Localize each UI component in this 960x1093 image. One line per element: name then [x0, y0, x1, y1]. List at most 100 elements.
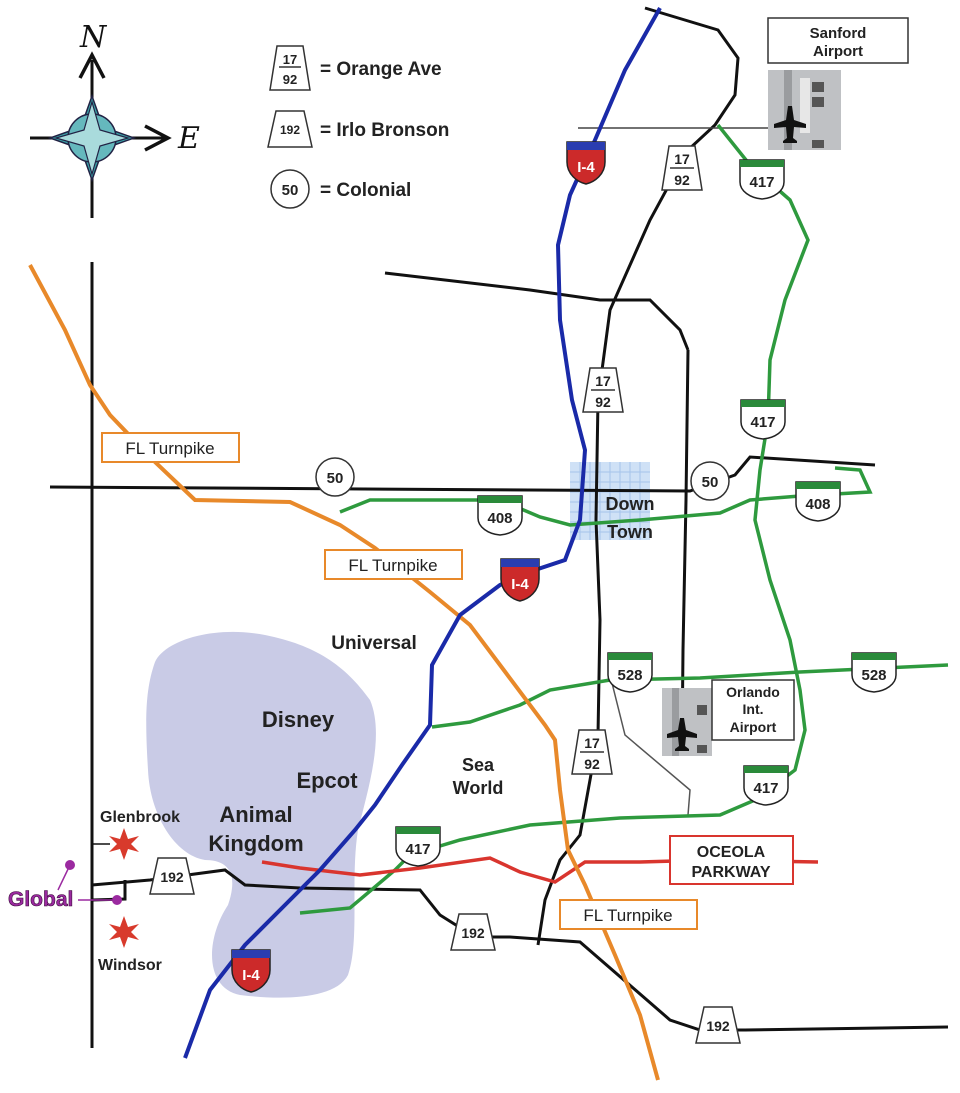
global-label: Global: [8, 888, 73, 911]
svg-text:I-4: I-4: [242, 967, 260, 984]
seaworld-label-line2: World: [453, 778, 504, 798]
oceola-parkway-road: [261, 856, 819, 884]
svg-text:408: 408: [487, 510, 512, 527]
us192-shield-east: 192: [695, 1006, 741, 1044]
global-dot-lower: [112, 895, 122, 905]
legend-colonial-shield: 50: [270, 169, 310, 209]
sr528-shield-west: 528: [607, 652, 653, 693]
svg-text:PARKWAY: PARKWAY: [691, 864, 770, 881]
us1792-shield-north: 17 92: [661, 145, 703, 191]
sr408-shield-west: 408: [477, 495, 523, 536]
i4-road: [183, 7, 662, 1059]
legend: 17 92 = Orange Ave 192 = Irlo Bronson 50…: [267, 45, 449, 209]
sr417-shield-north: 417: [739, 159, 785, 200]
universal-label: Universal: [331, 633, 417, 654]
svg-text:92: 92: [584, 756, 600, 772]
svg-text:528: 528: [861, 667, 886, 684]
sr417-shield-south: 417: [395, 826, 441, 867]
disney-area-shape: [146, 631, 376, 998]
svg-text:417: 417: [405, 841, 430, 858]
north-letter: N: [79, 20, 108, 55]
svg-text:17: 17: [595, 373, 611, 389]
svg-text:FL Turnpike: FL Turnpike: [125, 439, 214, 458]
svg-text:528: 528: [617, 667, 642, 684]
svg-text:50: 50: [327, 470, 344, 487]
downtown-label-line2: Town: [607, 522, 653, 542]
animal-kingdom-label-line1: Animal: [219, 802, 292, 827]
disney-label: Disney: [262, 707, 335, 732]
global-connector: [57, 864, 112, 901]
svg-text:Orlando: Orlando: [726, 684, 780, 700]
fl-turnpike-road: [28, 264, 660, 1081]
legend-colonial-text: = Colonial: [320, 180, 411, 201]
svg-text:192: 192: [461, 925, 485, 941]
sr50-shield-east: 50: [690, 461, 730, 501]
sr528-shield-east: 528: [851, 652, 897, 693]
svg-text:50: 50: [702, 474, 719, 491]
epcot-label: Epcot: [296, 768, 358, 793]
seaworld-label-line1: Sea: [462, 755, 495, 775]
us192-shield-west: 192: [149, 857, 195, 895]
sr50-shield-west: 50: [315, 457, 355, 497]
svg-text:192: 192: [706, 1018, 730, 1034]
i4-shield-middle: I-4: [500, 558, 540, 602]
colonial-sr50-road: [49, 455, 876, 493]
legend-orange-ave-text: = Orange Ave: [320, 59, 442, 80]
animal-kingdom-label-line2: Kingdom: [208, 831, 303, 856]
svg-text:50: 50: [282, 182, 299, 199]
svg-text:192: 192: [280, 123, 300, 137]
svg-text:192: 192: [160, 869, 184, 885]
svg-text:417: 417: [753, 780, 778, 797]
svg-text:92: 92: [283, 72, 297, 87]
turnpike-label-south: FL Turnpike: [559, 899, 698, 930]
sanford-label-box: [767, 17, 909, 64]
svg-text:417: 417: [749, 174, 774, 191]
us1792-shield-south: 17 92: [571, 729, 613, 775]
sr417-road: [299, 123, 810, 915]
legend-irlo-bronson-text: = Irlo Bronson: [320, 120, 449, 141]
svg-text:17: 17: [283, 52, 297, 67]
sr417-shield-middle: 417: [740, 399, 786, 440]
turnpike-label-north: FL Turnpike: [101, 432, 240, 463]
downtown-label-line1: Down: [606, 494, 655, 514]
windsor-star-icon: [109, 916, 139, 948]
legend-irlo-bronson-shield: 192: [267, 110, 313, 148]
svg-text:Airport: Airport: [813, 43, 863, 60]
glenbrook-label: Glenbrook: [100, 809, 180, 826]
sanford-airport: Sanford Airport: [767, 17, 909, 150]
svg-text:FL Turnpike: FL Turnpike: [583, 906, 672, 925]
svg-text:17: 17: [584, 735, 600, 751]
sanford-plane-icon: [774, 106, 806, 143]
toll-roads: [299, 123, 949, 915]
us1792-shield-middle: 17 92: [582, 367, 624, 413]
orlando-airport: Orlando Int. Airport: [662, 679, 795, 756]
i4-shield-south: I-4: [231, 949, 271, 993]
orlando-label-box: [711, 679, 795, 741]
sr408-road: [339, 466, 873, 527]
east-letter: E: [177, 121, 200, 156]
i4-shield-north: I-4: [566, 141, 606, 185]
sr408-shield-east: 408: [795, 481, 841, 522]
sr417-shield-east: 417: [743, 765, 789, 806]
oceola-parkway-label: OCEOLA PARKWAY: [669, 835, 794, 885]
us192-shield-middle: 192: [450, 913, 496, 951]
svg-text:92: 92: [674, 172, 690, 188]
legend-orange-ave-shield: 17 92: [269, 45, 311, 91]
svg-text:OCEOLA: OCEOLA: [697, 844, 766, 861]
svg-text:I-4: I-4: [577, 159, 595, 176]
svg-text:Airport: Airport: [730, 719, 777, 735]
airport-connector: [611, 682, 691, 816]
svg-text:FL Turnpike: FL Turnpike: [348, 556, 437, 575]
svg-text:408: 408: [805, 496, 830, 513]
sr528-road: [431, 663, 949, 729]
svg-text:17: 17: [674, 151, 690, 167]
svg-text:417: 417: [750, 414, 775, 431]
svg-text:Int.: Int.: [743, 701, 764, 717]
svg-text:92: 92: [595, 394, 611, 410]
compass-rose: [30, 51, 172, 218]
glenbrook-star-icon: [109, 828, 139, 860]
orlando-plane-icon: [667, 718, 697, 751]
svg-text:I-4: I-4: [511, 576, 529, 593]
turnpike-label-middle: FL Turnpike: [324, 549, 463, 580]
